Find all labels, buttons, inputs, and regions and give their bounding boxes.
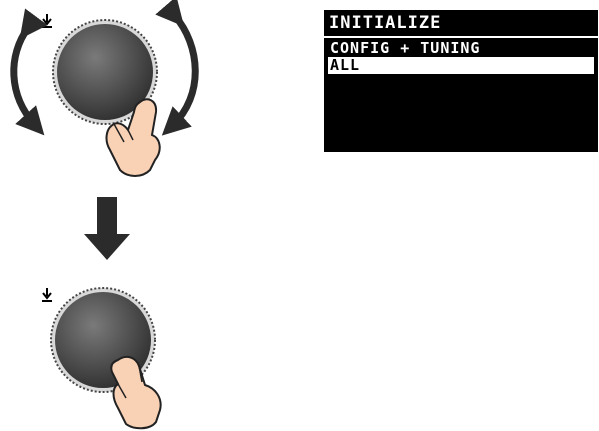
lcd-title: INITIALIZE <box>329 12 441 34</box>
down-arrow-icon <box>84 197 130 260</box>
hand-pointer-icon <box>111 357 160 428</box>
lcd-divider <box>324 36 598 38</box>
push-indicator-icon <box>42 14 52 27</box>
lcd-display: INITIALIZE CONFIG + TUNING ALL <box>324 10 598 152</box>
lcd-menu-item-all[interactable]: ALL <box>328 57 594 74</box>
push-indicator-icon <box>42 288 52 301</box>
lcd-menu-item-config-tuning[interactable]: CONFIG + TUNING <box>328 40 594 57</box>
